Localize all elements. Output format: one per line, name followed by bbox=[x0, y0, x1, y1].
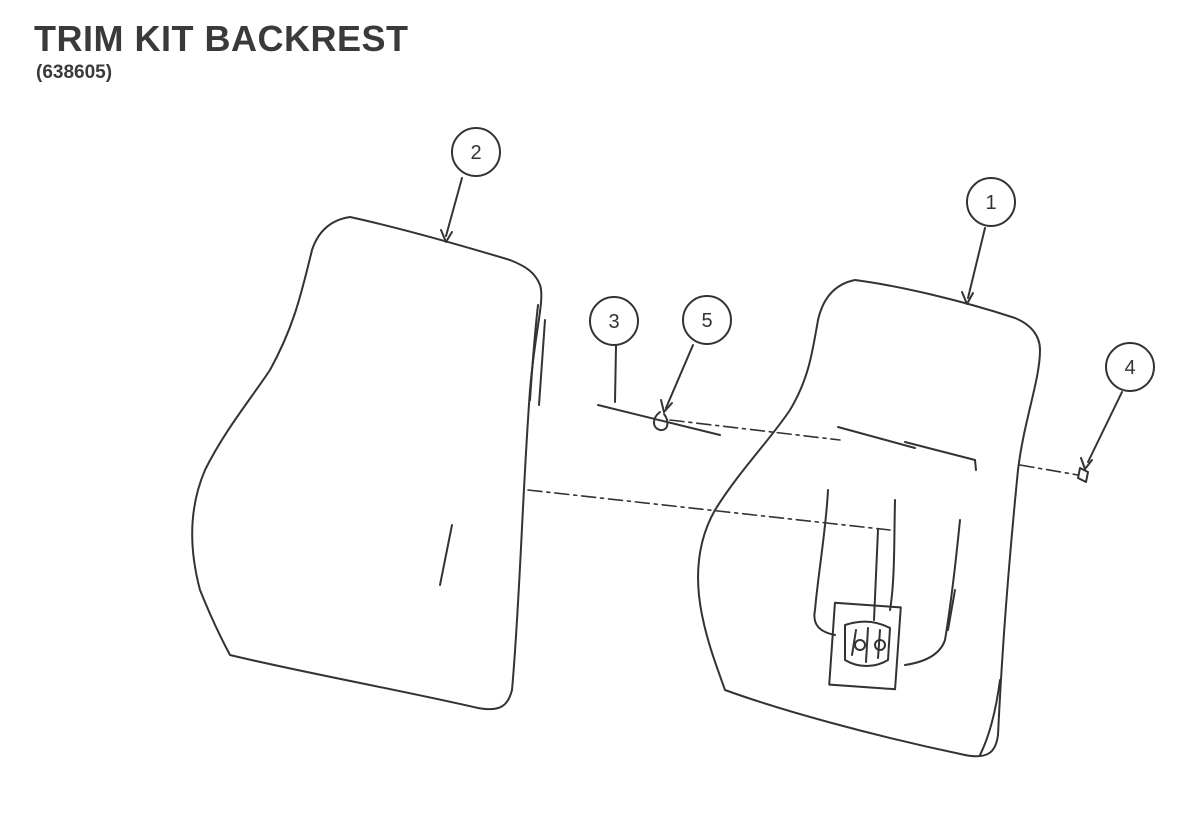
leader-lines bbox=[440, 177, 1123, 470]
clip-part bbox=[653, 411, 669, 432]
callout-4: 4 bbox=[1124, 357, 1135, 379]
backrest-frame-part bbox=[697, 279, 1041, 758]
backrest-cover-part bbox=[191, 216, 546, 711]
callout-2: 2 bbox=[470, 142, 481, 164]
callout-5: 5 bbox=[701, 310, 712, 332]
callout-3: 3 bbox=[608, 311, 619, 333]
fastener-part bbox=[1077, 467, 1089, 483]
diagram-title: TRIM KIT BACKREST bbox=[34, 18, 409, 59]
callout-1: 1 bbox=[985, 192, 996, 214]
assembly-lines bbox=[527, 419, 1079, 531]
rod-part bbox=[597, 404, 721, 436]
callout-circles bbox=[451, 127, 1155, 392]
part-number: (638605) bbox=[36, 62, 113, 83]
